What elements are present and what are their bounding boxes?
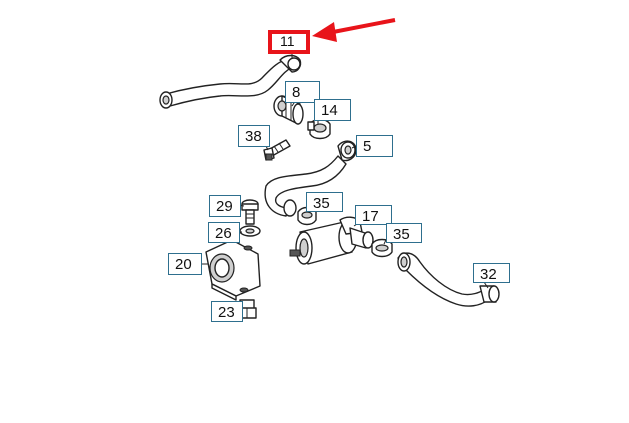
- callout-26: 26: [208, 222, 240, 243]
- highlight-arrow: [312, 18, 396, 42]
- callout-35-upper: 35: [306, 192, 343, 212]
- part-8-connector: [273, 95, 304, 125]
- part-14-clamp: [307, 118, 331, 140]
- callout-20: 20: [168, 253, 202, 275]
- part-32-hose: [397, 252, 500, 307]
- part-11-breather-hose: [159, 54, 302, 109]
- callout-38: 38: [238, 125, 270, 147]
- callout-35-lower: 35: [386, 223, 422, 243]
- callout-8: 8: [285, 81, 320, 103]
- callout-14: 14: [314, 99, 351, 121]
- part-35-clamp-b: [371, 238, 393, 258]
- part-26-washer: [239, 225, 261, 237]
- part-5-hose: [264, 140, 357, 217]
- callout-32: 32: [473, 263, 510, 283]
- part-38-fitting: [263, 139, 291, 161]
- callout-17: 17: [355, 205, 392, 225]
- callout-11: 11: [268, 30, 310, 54]
- callout-29: 29: [209, 195, 241, 217]
- part-17-valve: [289, 216, 374, 265]
- callout-5: 5: [356, 135, 393, 157]
- part-29-bolt: [241, 199, 259, 225]
- callout-23: 23: [211, 301, 243, 322]
- part-20-bracket: [205, 239, 261, 301]
